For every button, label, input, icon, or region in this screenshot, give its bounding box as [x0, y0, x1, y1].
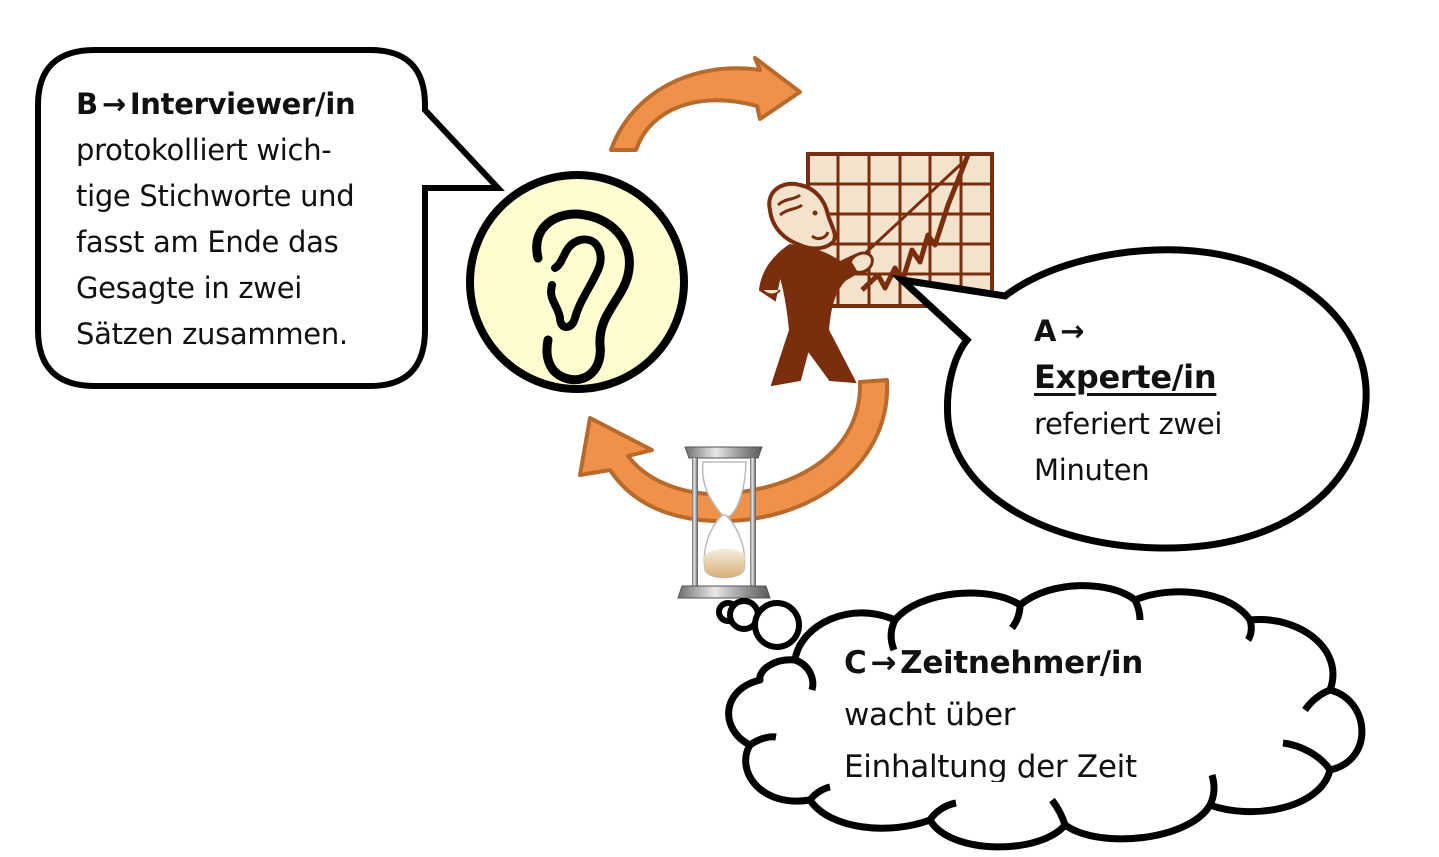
role-c-text: C→Zeitnehmer/in wacht über Einhaltung de… [844, 637, 1143, 782]
role-c-letter: C [844, 645, 867, 681]
arrow-right-icon: → [1060, 314, 1085, 348]
hourglass-icon [677, 446, 771, 599]
role-c-line: Einhaltung der Zeit [844, 749, 1137, 782]
role-c-line: wacht über [844, 697, 1016, 733]
role-b-title: Interviewer/in [129, 87, 356, 121]
role-a-line: Minuten [1034, 453, 1150, 487]
role-a-line: referiert zwei [1034, 407, 1223, 441]
role-b-line: Gesagte in zwei [76, 271, 303, 305]
cycle-arrow-bottom-icon [578, 378, 890, 524]
role-b-line: Sätzen zusammen. [76, 317, 348, 351]
arrow-right-icon: → [101, 87, 126, 121]
role-a-title: Experte/in [1034, 358, 1217, 396]
thought-cloud-c [716, 582, 1366, 851]
role-b-line: tige Stichworte und [76, 179, 355, 213]
role-a-letter: A [1034, 314, 1057, 348]
role-b-line: fasst am Ende das [76, 225, 339, 259]
role-a-text: A→ Experte/in referiert zwei Minuten [1034, 308, 1222, 493]
role-b-text: B→Interviewer/in protokolliert wich- tig… [76, 81, 356, 357]
cycle-arrow-top-icon [609, 56, 802, 152]
role-b-line: protokolliert wich- [76, 133, 332, 167]
role-b-letter: B [76, 87, 98, 121]
speech-bubble-a [891, 246, 1370, 552]
speech-bubble-b [35, 47, 505, 389]
role-c-title: Zeitnehmer/in [900, 645, 1143, 681]
ear-icon [466, 171, 688, 393]
arrow-right-icon: → [870, 645, 897, 681]
